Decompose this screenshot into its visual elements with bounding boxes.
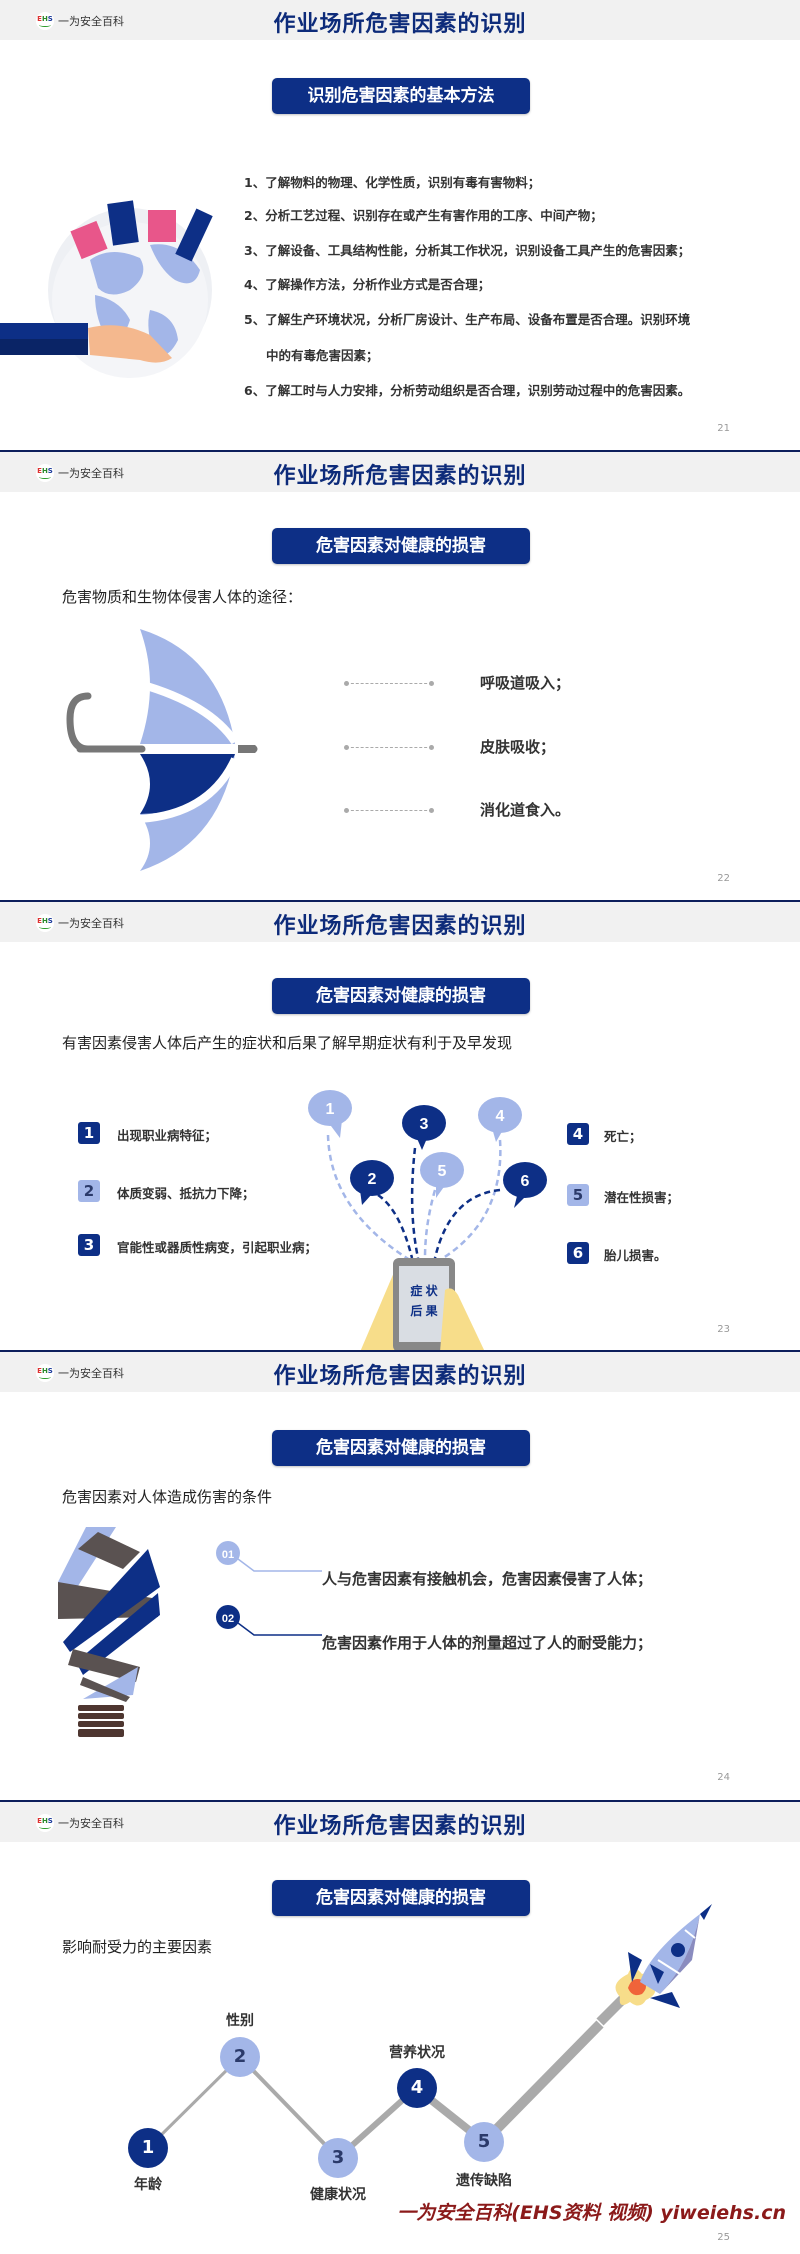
factor-node-2: 2 bbox=[220, 2037, 260, 2077]
ehs-logo: EHS 一为安全百科 bbox=[36, 12, 124, 30]
symptom-badge-3: 3 bbox=[78, 1234, 100, 1256]
factor-label-genetic: 遗传缺陷 bbox=[456, 2173, 512, 2189]
slide-header: EHS 一为安全百科 作业场所危害因素的识别 bbox=[0, 0, 800, 40]
page-number: 24 bbox=[717, 1772, 730, 1783]
logo-text: 一为安全百科 bbox=[58, 467, 124, 480]
symptom-3: 官能性或器质性病变，引起职业病； bbox=[117, 1240, 318, 1255]
ehs-logo: EHS 一为安全百科 bbox=[36, 914, 124, 932]
page-number: 22 bbox=[717, 873, 730, 884]
ehs-logo-icon: EHS bbox=[36, 12, 54, 30]
route-ingestion: 消化道食入。 bbox=[480, 801, 571, 819]
slide-23: EHS 一为安全百科 作业场所危害因素的识别 危害因素对健康的损害 有害因素侵害… bbox=[0, 900, 800, 1350]
ehs-logo: EHS 一为安全百科 bbox=[36, 464, 124, 482]
section-pill: 危害因素对健康的损害 bbox=[272, 528, 530, 564]
logo-text: 一为安全百科 bbox=[58, 1817, 124, 1830]
subheading: 危害物质和生物体侵害人体的途径： bbox=[62, 588, 303, 606]
method-item-5-cont: 中的有毒危害因素； bbox=[266, 348, 379, 363]
svg-text:01: 01 bbox=[222, 1549, 234, 1561]
factor-label-nutrition: 营养状况 bbox=[389, 2045, 445, 2061]
svg-text:6: 6 bbox=[521, 1173, 530, 1190]
svg-text:1: 1 bbox=[326, 1101, 335, 1118]
symptom-4: 死亡； bbox=[604, 1129, 642, 1144]
umbrella-icon bbox=[66, 629, 258, 871]
ehs-logo-icon: EHS bbox=[36, 464, 54, 482]
page-number: 25 bbox=[717, 2232, 730, 2243]
route-inhalation: 呼吸道吸入； bbox=[480, 674, 571, 692]
subheading: 影响耐受力的主要因素 bbox=[62, 1938, 213, 1956]
logo-text: 一为安全百科 bbox=[58, 15, 124, 28]
method-item-1: 1、了解物料的物理、化学性质，识别有毒有害物料； bbox=[244, 175, 541, 190]
condition-connectors: 01 02 bbox=[216, 1541, 322, 1636]
method-item-5: 5、了解生产环境状况，分析厂房设计、生产布局、设备布置是否合理。识别环境 bbox=[244, 312, 691, 327]
tablet-speech-bubbles-illustration: 1 2 3 4 5 6 症 状 后 果 bbox=[308, 1090, 547, 1350]
ehs-logo-icon: EHS bbox=[36, 914, 54, 932]
symptom-badge-2: 2 bbox=[78, 1180, 100, 1202]
svg-text:后 果: 后 果 bbox=[410, 1303, 437, 1318]
factor-node-3: 3 bbox=[318, 2138, 358, 2178]
page-title: 作业场所危害因素的识别 bbox=[273, 1814, 527, 1839]
subheading: 危害因素对人体造成伤害的条件 bbox=[62, 1488, 273, 1506]
connector-line bbox=[344, 808, 434, 813]
slide-header: EHS 一为安全百科 作业场所危害因素的识别 bbox=[0, 902, 800, 942]
logo-text: 一为安全百科 bbox=[58, 917, 124, 930]
page-number: 23 bbox=[717, 1324, 730, 1335]
svg-text:4: 4 bbox=[496, 1108, 505, 1125]
factor-node-5: 5 bbox=[464, 2122, 504, 2162]
method-item-3: 3、了解设备、工具结构性能，分析其工作状况，识别设备工具产生的危害因素； bbox=[244, 243, 691, 258]
page-title: 作业场所危害因素的识别 bbox=[273, 1364, 527, 1389]
slide-21: EHS 一为安全百科 作业场所危害因素的识别 识别危害因素的基本方法 1、了解物… bbox=[0, 0, 800, 450]
symptom-5: 潜在性损害； bbox=[604, 1190, 680, 1205]
symptom-badge-6: 6 bbox=[567, 1242, 589, 1264]
factor-label-gender: 性别 bbox=[226, 2013, 254, 2029]
section-pill: 危害因素对健康的损害 bbox=[272, 1430, 530, 1466]
svg-text:3: 3 bbox=[420, 1116, 429, 1133]
ehs-logo-icon: EHS bbox=[36, 1814, 54, 1832]
slide-22: EHS 一为安全百科 作业场所危害因素的识别 危害因素对健康的损害 危害物质和生… bbox=[0, 450, 800, 900]
factor-label-health: 健康状况 bbox=[310, 2187, 366, 2203]
subheading: 有害因素侵害人体后产生的症状和后果了解早期症状有利于及早发现 bbox=[62, 1034, 513, 1052]
watermark: 一为安全百科(EHS资料 视频) yiweiehs.cn bbox=[397, 2202, 786, 2224]
symptom-badge-5: 5 bbox=[567, 1184, 589, 1206]
symptom-badge-1: 1 bbox=[78, 1122, 100, 1144]
factor-node-1: 1 bbox=[128, 2128, 168, 2168]
ehs-logo: EHS 一为安全百科 bbox=[36, 1364, 124, 1382]
condition-1: 人与危害因素有接触机会，危害因素侵害了人体； bbox=[322, 1570, 653, 1588]
svg-text:2: 2 bbox=[368, 1171, 377, 1188]
section-pill: 危害因素对健康的损害 bbox=[272, 1880, 530, 1916]
logo-text: 一为安全百科 bbox=[58, 1367, 124, 1380]
svg-text:5: 5 bbox=[438, 1163, 447, 1180]
method-item-4: 4、了解操作方法，分析作业方式是否合理； bbox=[244, 277, 491, 292]
slide-header: EHS 一为安全百科 作业场所危害因素的识别 bbox=[0, 1352, 800, 1392]
symptom-6: 胎儿损害。 bbox=[604, 1248, 667, 1263]
factor-node-4: 4 bbox=[397, 2068, 437, 2108]
symptom-badge-4: 4 bbox=[567, 1123, 589, 1145]
page-title: 作业场所危害因素的识别 bbox=[273, 464, 527, 489]
connector-line bbox=[344, 681, 434, 686]
symptom-1: 出现职业病特征； bbox=[117, 1128, 218, 1143]
route-skin: 皮肤吸收； bbox=[480, 738, 556, 756]
method-item-2: 2、分析工艺过程、识别存在或产生有害作用的工序、中间产物； bbox=[244, 208, 603, 223]
section-pill: 识别危害因素的基本方法 bbox=[272, 78, 530, 114]
method-item-6: 6、了解工时与人力安排，分析劳动组织是否合理，识别劳动过程中的危害因素。 bbox=[244, 383, 691, 398]
section-pill: 危害因素对健康的损害 bbox=[272, 978, 530, 1014]
globe-hand-illustration bbox=[0, 200, 213, 378]
slide-25: EHS 一为安全百科 作业场所危害因素的识别 危害因素对健康的损害 影响耐受力的… bbox=[0, 1800, 800, 2254]
slide-header: EHS 一为安全百科 作业场所危害因素的识别 bbox=[0, 452, 800, 492]
rocket-icon bbox=[596, 1904, 712, 2026]
page-title: 作业场所危害因素的识别 bbox=[273, 12, 527, 37]
svg-text:02: 02 bbox=[222, 1613, 234, 1625]
ehs-logo: EHS 一为安全百科 bbox=[36, 1814, 124, 1832]
factor-label-age: 年龄 bbox=[134, 2177, 162, 2193]
slide-header: EHS 一为安全百科 作业场所危害因素的识别 bbox=[0, 1802, 800, 1842]
condition-2: 危害因素作用于人体的剂量超过了人的耐受能力； bbox=[322, 1634, 653, 1652]
slide-24: EHS 一为安全百科 作业场所危害因素的识别 危害因素对健康的损害 危害因素对人… bbox=[0, 1350, 800, 1800]
lightbulb-icon bbox=[58, 1527, 160, 1737]
ehs-logo-icon: EHS bbox=[36, 1364, 54, 1382]
symptom-2: 体质变弱、抵抗力下降； bbox=[117, 1186, 255, 1201]
connector-line bbox=[344, 745, 434, 750]
svg-text:症 状: 症 状 bbox=[410, 1283, 438, 1298]
page-title: 作业场所危害因素的识别 bbox=[273, 914, 527, 939]
page-number: 21 bbox=[717, 423, 730, 434]
